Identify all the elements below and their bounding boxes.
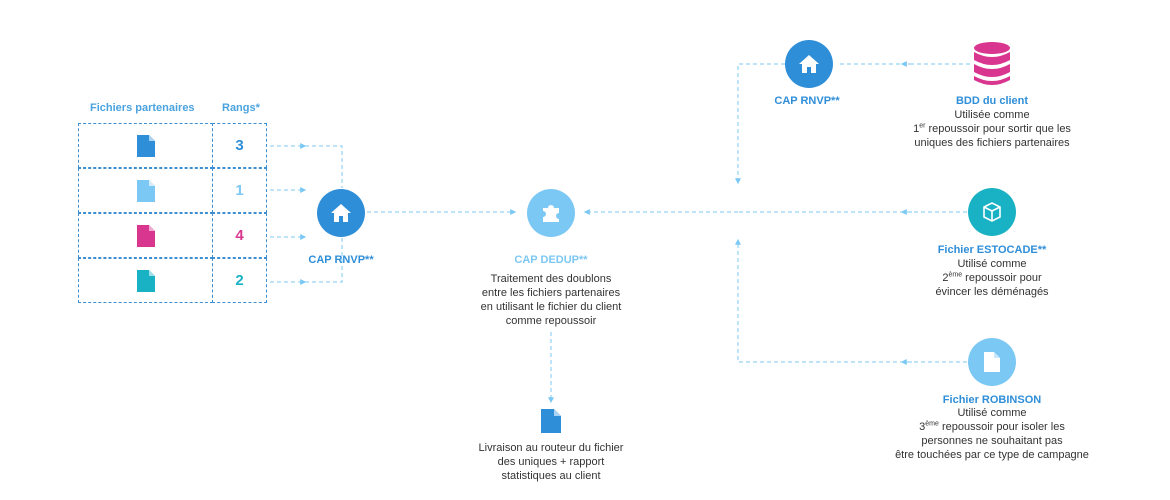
dedup-desc-line: comme repoussoir <box>505 315 597 327</box>
rank-value: 3 <box>235 137 244 154</box>
cap-dedup-description: Traitement des doublons entre les fichie… <box>460 272 642 328</box>
bdd-title: BDD du client <box>955 95 1029 107</box>
home-icon <box>799 55 819 73</box>
rank-value: 1 <box>235 182 244 199</box>
document-icon <box>136 179 155 202</box>
estocade-node <box>968 188 1016 236</box>
rank-cell-4: 2 <box>212 258 267 303</box>
home-icon <box>331 204 351 222</box>
header-ranks: Rangs* <box>222 102 260 114</box>
partner-file-row-1 <box>78 123 213 168</box>
document-icon <box>136 134 155 157</box>
bdd-desc-line: 1er repoussoir pour sortir que les <box>913 122 1071 135</box>
delivery-description: Livraison au routeur du fichier des uniq… <box>455 441 647 483</box>
dedup-desc-line: Traitement des doublons <box>490 273 612 285</box>
cap-dedup-title: CAP DEDUP** <box>514 254 588 266</box>
delivery-desc-line: des uniques + rapport <box>497 456 605 468</box>
partner-file-row-4 <box>78 258 213 303</box>
estocade-desc-line: évincer les déménagés <box>935 286 1049 298</box>
database-icon <box>974 42 1010 85</box>
cap-rnvp-left-node <box>317 189 365 237</box>
estocade-desc-line: Utilisé comme <box>957 258 1027 270</box>
dedup-desc-line: entre les fichiers partenaires <box>481 287 621 299</box>
robinson-desc-line: personnes ne souhaitant pas <box>921 435 1063 447</box>
bdd-description: Utilisée comme 1er repoussoir pour sorti… <box>888 108 1096 150</box>
bdd-desc-line: Utilisée comme <box>954 109 1030 121</box>
cap-rnvp-left-title: CAP RNVP** <box>308 254 374 266</box>
header-partner-files: Fichiers partenaires <box>90 102 195 114</box>
cap-rnvp-top-title: CAP RNVP** <box>774 95 840 107</box>
rank-cell-2: 1 <box>212 168 267 213</box>
estocade-desc-line: 2ème repoussoir pour <box>942 271 1042 284</box>
cap-dedup-node <box>527 189 575 237</box>
box-icon <box>983 202 1001 222</box>
document-icon <box>541 409 561 433</box>
bdd-desc-line: uniques des fichiers partenaires <box>914 137 1070 149</box>
robinson-desc-line: 3ème repoussoir pour isoler les <box>919 420 1065 433</box>
robinson-desc-line: être touchées par ce type de campagne <box>895 449 1089 461</box>
document-icon <box>984 352 1000 372</box>
robinson-node <box>968 338 1016 386</box>
delivery-desc-line: Livraison au routeur du fichier <box>478 442 624 454</box>
partner-file-row-3 <box>78 213 213 258</box>
puzzle-icon <box>543 205 559 222</box>
robinson-title: Fichier ROBINSON <box>942 394 1042 406</box>
partner-file-row-2 <box>78 168 213 213</box>
document-icon <box>136 224 155 247</box>
dedup-desc-line: en utilisant le fichier du client <box>480 301 622 313</box>
robinson-description: Utilisé comme 3ème repoussoir pour isole… <box>872 406 1112 462</box>
rank-value: 2 <box>235 272 244 289</box>
delivery-node <box>541 409 561 438</box>
rank-cell-1: 3 <box>212 123 267 168</box>
cap-rnvp-top-node <box>785 40 833 88</box>
estocade-title: Fichier ESTOCADE** <box>937 244 1047 256</box>
delivery-desc-line: statistiques au client <box>501 470 601 482</box>
rank-cell-3: 4 <box>212 213 267 258</box>
estocade-description: Utilisé comme 2ème repoussoir pour évinc… <box>892 257 1092 299</box>
document-icon <box>136 269 155 292</box>
rank-value: 4 <box>235 227 244 244</box>
robinson-desc-line: Utilisé comme <box>957 407 1027 419</box>
bdd-node <box>973 42 1011 91</box>
